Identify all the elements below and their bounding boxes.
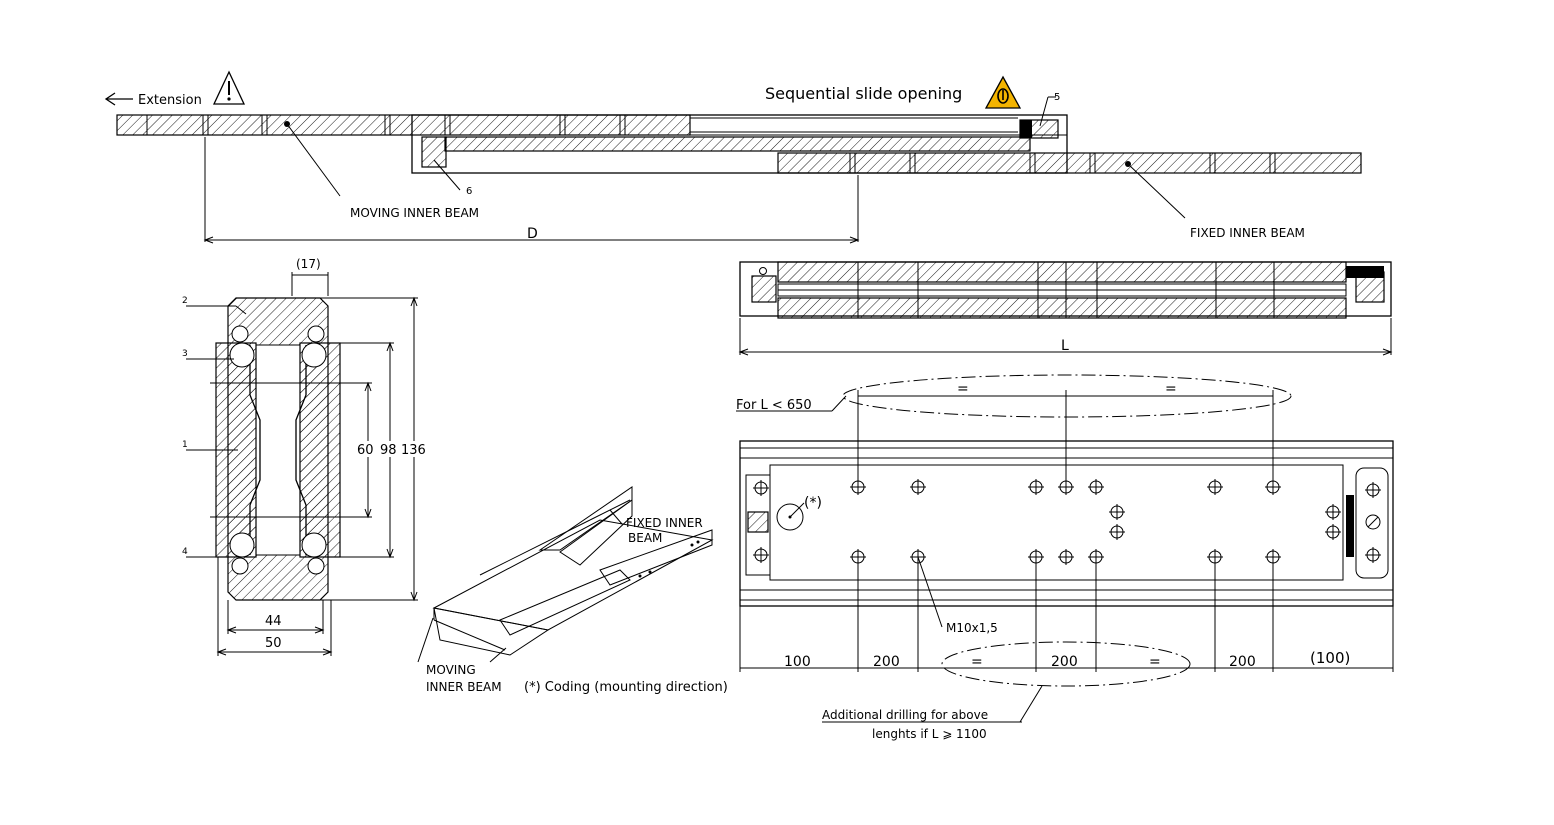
additional-drilling-label-1: Additional drilling for above bbox=[822, 708, 988, 722]
thread-m10-label: M10x1,5 bbox=[946, 621, 998, 635]
part-3-label: 3 bbox=[182, 349, 188, 359]
equal-label-bottom-left: = bbox=[971, 654, 983, 670]
dimension-60-label: 60 bbox=[357, 443, 374, 458]
dimension-50-label: 50 bbox=[265, 636, 282, 651]
part-1-label: 1 bbox=[182, 440, 188, 450]
coding-mark-label: (*) bbox=[804, 495, 822, 511]
plan-view: (*) For L < 650 = = M10x1,5 100 200 = bbox=[736, 374, 1394, 741]
iso-moving-beam-label-2: INNER BEAM bbox=[426, 680, 502, 694]
dimension-200-label-1: 200 bbox=[873, 654, 900, 670]
warning-triangle-icon bbox=[212, 70, 246, 105]
iso-moving-beam-label-1: MOVING bbox=[426, 663, 476, 677]
dimension-136-label: 136 bbox=[401, 443, 426, 458]
iso-fixed-beam-label-2: BEAM bbox=[628, 531, 662, 545]
dimension-l-label: L bbox=[1061, 338, 1069, 354]
equal-label-top-right: = bbox=[1165, 381, 1177, 397]
for-l-label: For L < 650 bbox=[736, 398, 812, 413]
dimension-100-paren-label: (100) bbox=[1310, 649, 1350, 667]
equal-label-bottom-right: = bbox=[1149, 654, 1161, 670]
part-4-label: 4 bbox=[182, 547, 188, 557]
extension-label: Extension bbox=[138, 93, 202, 108]
dimension-44-label: 44 bbox=[265, 614, 282, 629]
dimension-d-label: D bbox=[527, 226, 538, 242]
closed-side-view: L bbox=[738, 261, 1393, 356]
part-5-label: 5 bbox=[1054, 92, 1060, 103]
top-elevation-view: Extension Sequential slide opening bbox=[104, 70, 1362, 244]
coding-note: (*) Coding (mounting direction) bbox=[524, 680, 728, 695]
sequential-opening-label: Sequential slide opening bbox=[765, 84, 962, 103]
additional-drilling-label-2: lenghts if L ⩾ 1100 bbox=[872, 727, 987, 741]
part-6-label: 6 bbox=[466, 186, 472, 197]
dimension-98-label: 98 bbox=[380, 443, 397, 458]
iso-fixed-beam-label-1: FIXED INNER bbox=[626, 516, 703, 530]
dimension-200-label-2: 200 bbox=[1051, 654, 1078, 670]
warning-triangle-filled-icon bbox=[984, 75, 1022, 109]
dimension-100-label: 100 bbox=[784, 654, 811, 670]
dimension-200-label-3: 200 bbox=[1229, 654, 1256, 670]
fixed-inner-beam-label: FIXED INNER BEAM bbox=[1190, 226, 1305, 240]
dimension-17-label: (17) bbox=[296, 257, 321, 271]
moving-inner-beam-label: MOVING INNER BEAM bbox=[350, 206, 479, 220]
part-2-label: 2 bbox=[182, 296, 188, 306]
isometric-view: FIXED INNER BEAM MOVING INNER BEAM (*) C… bbox=[417, 486, 728, 695]
arrow-left-icon bbox=[104, 92, 133, 106]
equal-label-top-left: = bbox=[957, 381, 969, 397]
cross-section-view: 2 3 1 4 (17) 60 98 136 bbox=[182, 257, 428, 656]
